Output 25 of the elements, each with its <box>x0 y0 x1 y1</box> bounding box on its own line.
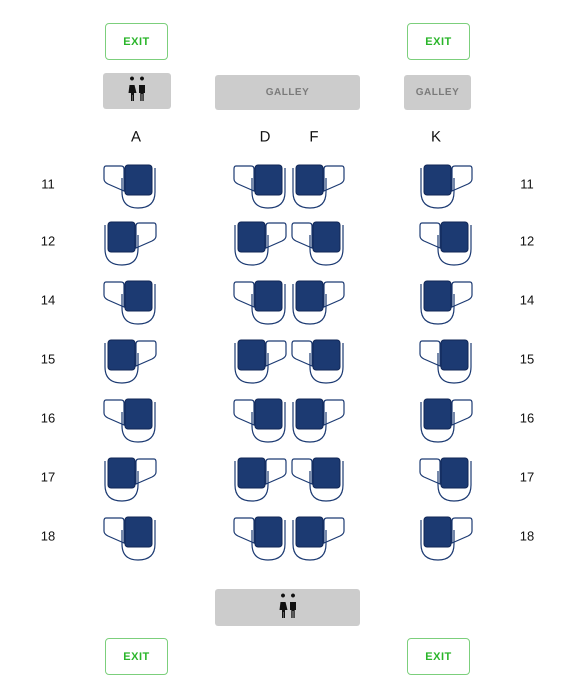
row-number: 14 <box>520 292 534 308</box>
column-letter: D <box>260 128 270 146</box>
row-number: 15 <box>520 352 534 366</box>
row-number: 17 <box>40 470 56 484</box>
row-number: 14 <box>40 292 56 308</box>
exit-sign: EXIT <box>407 23 470 60</box>
galley-area: GALLEY <box>404 75 471 110</box>
row-number: 18 <box>520 528 534 544</box>
row-number: 18 <box>40 528 56 544</box>
row-number: 17 <box>520 470 534 484</box>
row-number: 16 <box>40 410 56 426</box>
row-number: 16 <box>520 410 534 426</box>
column-letter: A <box>131 128 141 146</box>
exit-sign: EXIT <box>105 638 168 675</box>
row-number: 15 <box>40 352 56 366</box>
exit-sign: EXIT <box>105 23 168 60</box>
column-letter: F <box>309 128 319 146</box>
row-number: 11 <box>41 176 55 192</box>
galley-area: GALLEY <box>215 75 360 110</box>
row-number: 11 <box>520 176 534 192</box>
restroom-area <box>215 589 360 626</box>
column-letter: K <box>431 128 441 146</box>
exit-sign: EXIT <box>407 638 470 675</box>
row-number: 12 <box>40 234 56 248</box>
row-number: 12 <box>520 234 534 248</box>
